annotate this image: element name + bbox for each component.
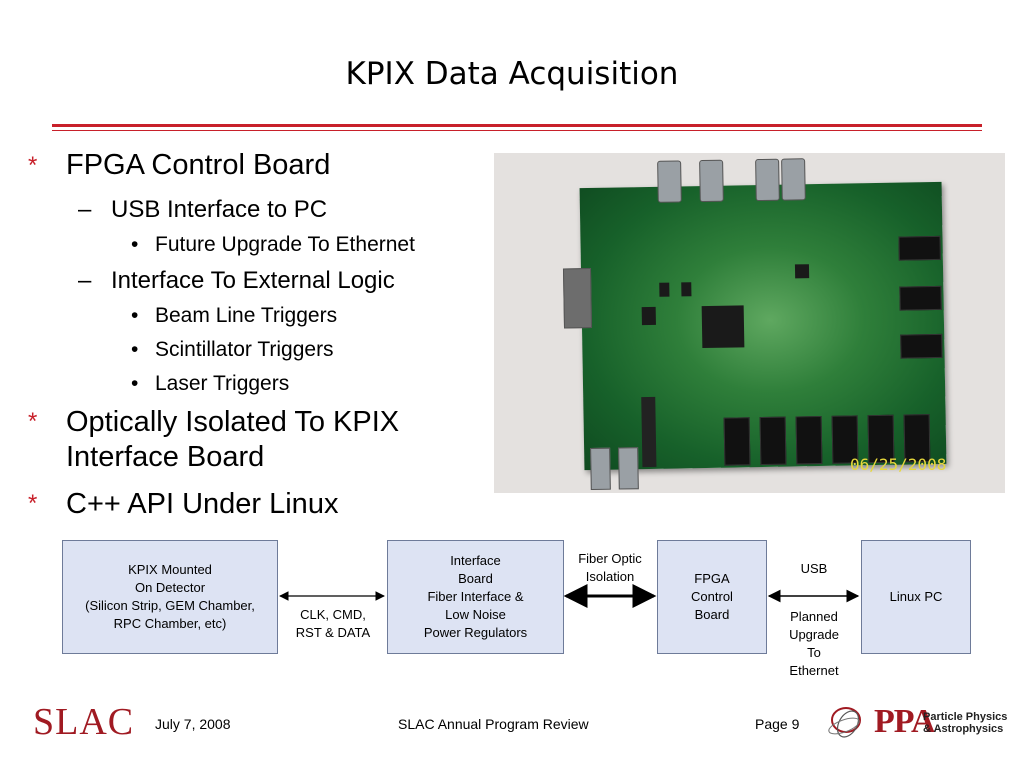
clk-label: CLK, CMD, RST & DATA bbox=[295, 607, 371, 640]
interface-board-box: Interface Board Fiber Interface & Low No… bbox=[387, 540, 564, 654]
bullet-dot: • bbox=[131, 233, 139, 256]
kpix-detector-box: KPIX Mounted On Detector (Silicon Strip,… bbox=[62, 540, 278, 654]
ppa-sub-line2: & Astrophysics bbox=[923, 723, 1004, 735]
slac-logo: SLAC bbox=[33, 701, 135, 743]
bullet-dot: • bbox=[131, 372, 139, 395]
ppa-swirl-icon bbox=[828, 707, 861, 738]
bullet-star: * bbox=[28, 408, 38, 435]
bullet-optical-line2: Interface Board bbox=[66, 441, 265, 473]
bullet-dot: • bbox=[131, 338, 139, 361]
title-rule-thin bbox=[52, 130, 982, 131]
sub2-bullet-scint: Scintillator Triggers bbox=[155, 338, 334, 361]
bullet-api: C++ API Under Linux bbox=[66, 488, 339, 520]
bullet-optical: Optically Isolated To KPIX Interface Boa… bbox=[66, 405, 399, 475]
footer-page: Page 9 bbox=[755, 716, 800, 732]
fpga-control-box: FPGA Control Board bbox=[657, 540, 767, 654]
sub2-bullet-beam: Beam Line Triggers bbox=[155, 304, 338, 327]
sub2-bullet-future: Future Upgrade To Ethernet bbox=[155, 233, 415, 256]
bullet-dash: – bbox=[78, 196, 92, 223]
sub-bullet-usb: USB Interface to PC bbox=[111, 196, 328, 223]
planned-label: Planned Upgrade To Ethernet bbox=[789, 609, 839, 678]
photo-date-stamp: 06/25/2008 bbox=[850, 455, 947, 474]
footer-date: July 7, 2008 bbox=[155, 716, 231, 732]
bullet-fpga: FPGA Control Board bbox=[66, 149, 331, 181]
footer-event: SLAC Annual Program Review bbox=[398, 716, 589, 732]
bullet-star: * bbox=[28, 490, 38, 517]
title-rule-thick bbox=[52, 124, 982, 127]
bullet-dash: – bbox=[78, 267, 92, 294]
usb-label: USB bbox=[800, 561, 828, 576]
bullet-optical-line1: Optically Isolated To KPIX bbox=[66, 406, 400, 438]
linux-pc-box: Linux PC bbox=[861, 540, 971, 654]
board-photo: 06/25/2008 bbox=[494, 153, 1005, 493]
fiber-label: Fiber Optic Isolation bbox=[578, 551, 642, 584]
bullet-dot: • bbox=[131, 304, 139, 327]
ppa-subtitle: Particle Physics & Astrophysics bbox=[923, 711, 1007, 735]
sub2-bullet-laser: Laser Triggers bbox=[155, 372, 290, 395]
ppa-logo-text: PPA bbox=[874, 703, 936, 740]
sub-bullet-ext: Interface To External Logic bbox=[111, 267, 395, 294]
bullet-star: * bbox=[28, 152, 38, 179]
ppa-sub-line1: Particle Physics bbox=[923, 711, 1008, 723]
slide-title: KPIX Data Acquisition bbox=[345, 56, 679, 92]
